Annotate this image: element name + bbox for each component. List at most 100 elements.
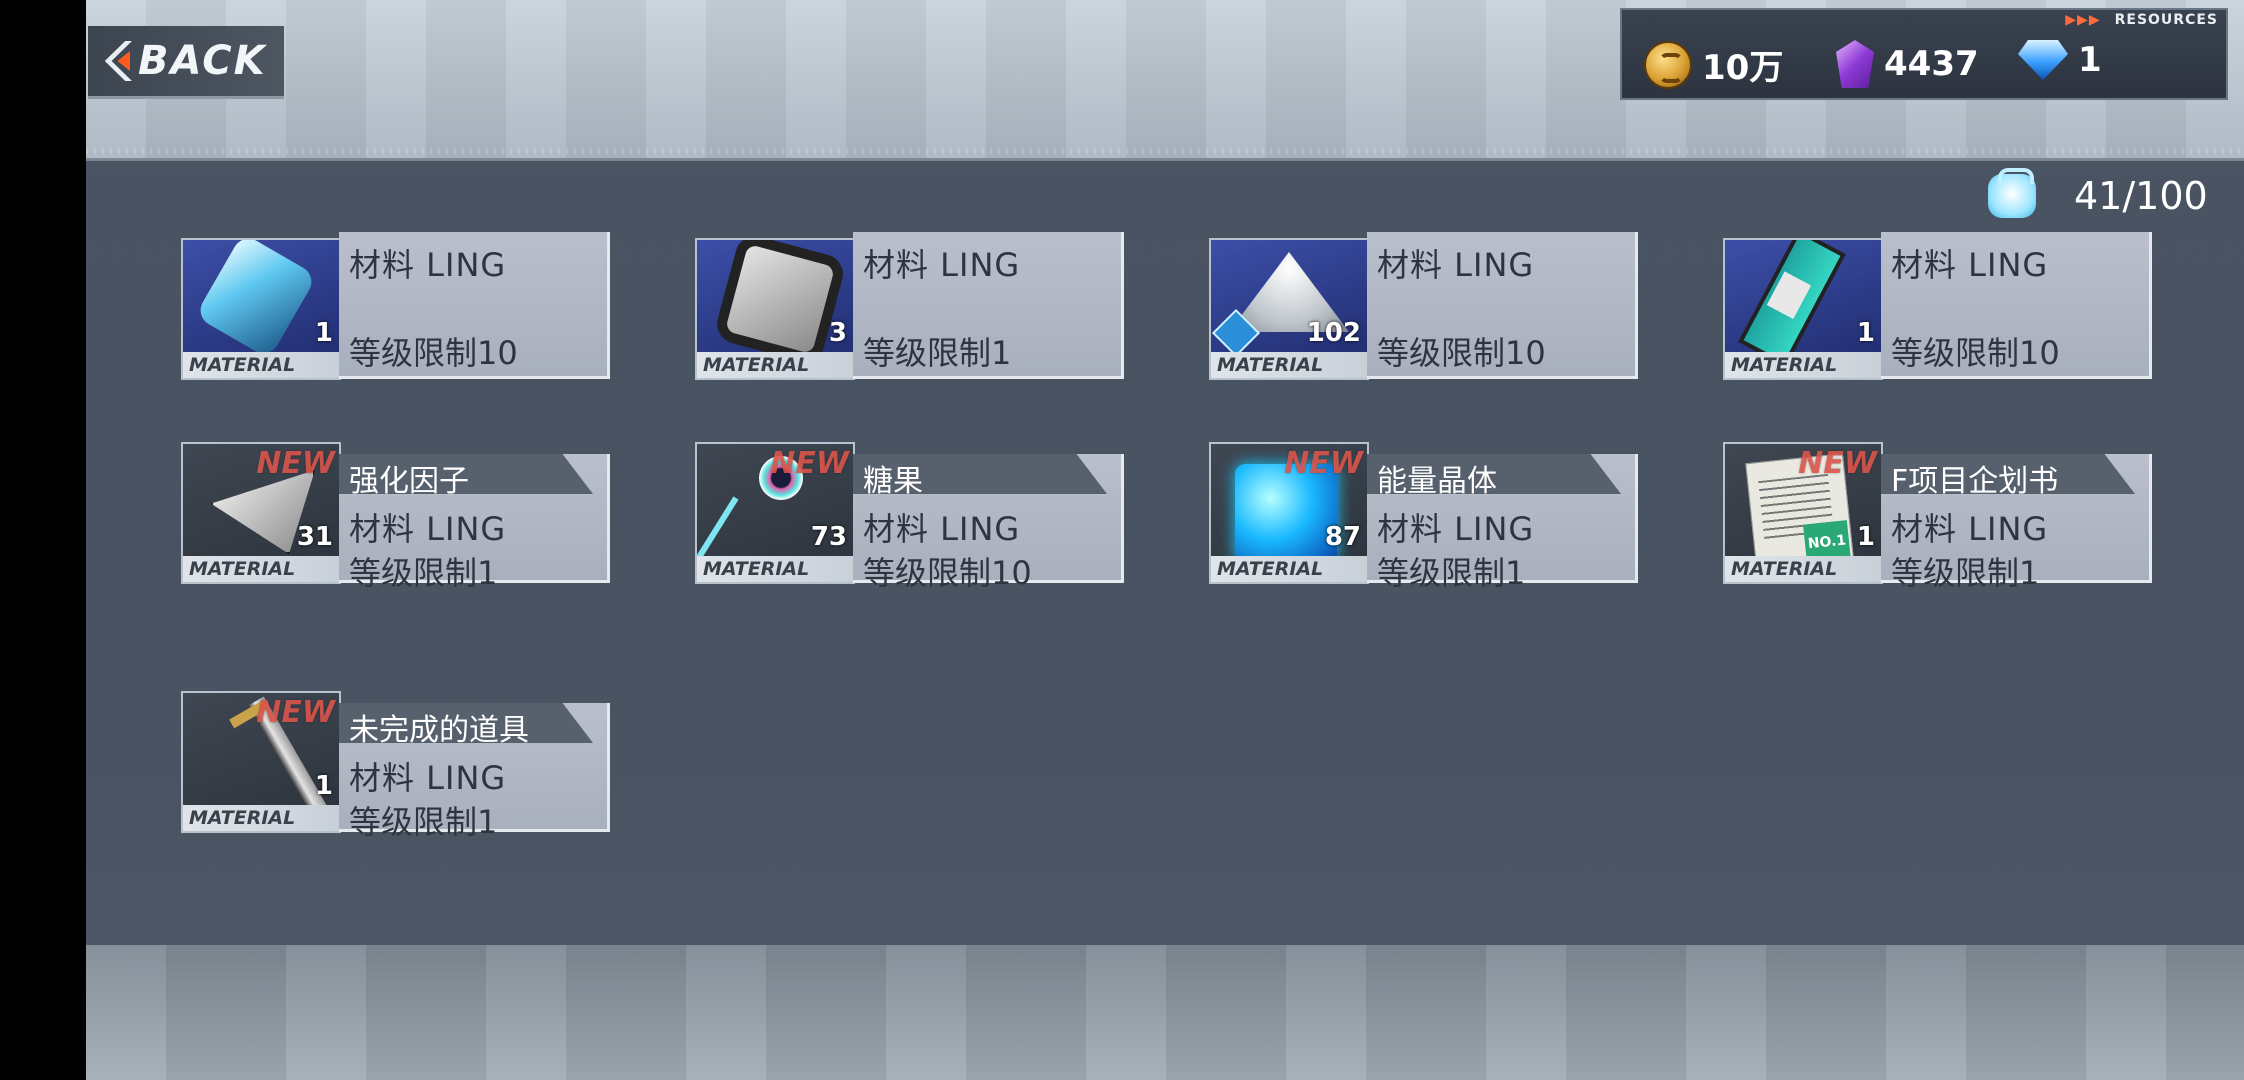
item-info: 材料 LING 等级限制1 <box>853 232 1124 379</box>
new-badge: NEW <box>1284 446 1363 481</box>
item-subtype: 材料 LING <box>1891 246 2049 284</box>
resources-header: ▶▶▶ RESOURCES <box>2065 12 2218 28</box>
item-card[interactable]: 1 MATERIAL 材料 LING 等级限制10 <box>181 232 610 384</box>
item-level: 等级限制10 <box>863 554 1032 592</box>
item-subtype: 材料 LING <box>349 246 507 284</box>
item-count: 1 <box>1856 522 1875 552</box>
item-info: 材料 LING 等级限制10 <box>339 232 610 379</box>
new-badge: NEW <box>1798 446 1877 481</box>
resource-gold-value: 10万 <box>1702 48 1784 88</box>
item-thumbnail[interactable]: 1 MATERIAL <box>1723 238 1883 380</box>
item-level: 等级限制1 <box>349 803 498 841</box>
item-info: 材料 LING 等级限制10 <box>1881 232 2152 379</box>
item-name: 糖果 <box>863 464 923 499</box>
item-count: 87 <box>1324 522 1361 552</box>
item-info: 未完成的道具 材料 LING 等级限制1 <box>339 703 610 841</box>
purple-crystal-icon <box>1836 40 1874 88</box>
material-label: MATERIAL <box>1731 558 1838 580</box>
new-badge: NEW <box>256 446 335 481</box>
item-count: 1 <box>314 318 333 348</box>
blue-diamond-icon <box>2018 40 2068 80</box>
metal-cube-icon <box>712 240 848 367</box>
lollipop-stick <box>697 496 739 559</box>
item-subtype: 材料 LING <box>349 759 507 797</box>
item-thumbnail[interactable]: NEW 1 MATERIAL <box>181 691 341 833</box>
energy-tube-icon <box>194 240 318 360</box>
inventory-capacity: 41/100 <box>1988 168 2208 218</box>
item-thumbnail[interactable]: NEW 87 MATERIAL <box>1209 442 1369 584</box>
item-name: 强化因子 <box>349 464 469 499</box>
item-subtype: 材料 LING <box>863 246 1021 284</box>
item-info: 材料 LING 等级限制10 <box>1367 232 1638 379</box>
material-label: MATERIAL <box>703 558 810 580</box>
resource-gold[interactable]: 10万 <box>1644 40 1783 89</box>
material-label: MATERIAL <box>1217 558 1324 580</box>
item-thumbnail[interactable]: NEW 31 MATERIAL <box>181 442 341 584</box>
item-thumbnail[interactable]: 3 MATERIAL <box>695 238 855 380</box>
item-info: 强化因子 材料 LING 等级限制1 <box>339 454 610 592</box>
item-level: 等级限制10 <box>1377 334 1546 372</box>
item-card[interactable]: 3 MATERIAL 材料 LING 等级限制1 <box>695 232 1124 384</box>
item-card[interactable]: NEW 1 MATERIAL F项目企划书 材料 LING 等级限制1 <box>1723 442 2152 592</box>
background-bottom <box>86 945 2244 1080</box>
back-label: BACK <box>138 38 267 84</box>
item-level: 等级限制1 <box>1377 554 1526 592</box>
item-name: 未完成的道具 <box>349 713 529 748</box>
item-card[interactable]: NEW 73 MATERIAL 糖果 材料 LING 等级限制10 <box>695 442 1124 592</box>
material-label: MATERIAL <box>189 807 296 829</box>
item-thumbnail[interactable]: 102 MATERIAL <box>1209 238 1369 380</box>
lollipop-icon <box>759 456 803 500</box>
energy-crystal-icon <box>1235 464 1337 562</box>
item-info: 能量晶体 材料 LING 等级限制1 <box>1367 454 1638 592</box>
material-label: MATERIAL <box>189 354 296 376</box>
item-thumbnail[interactable]: NEW 73 MATERIAL <box>695 442 855 584</box>
resources-arrows: ▶▶▶ <box>2065 12 2101 28</box>
resource-crystal-value: 4437 <box>1884 44 1979 84</box>
back-arrow-icon <box>94 33 138 89</box>
divider <box>86 148 2244 154</box>
resource-diamond-value: 1 <box>2078 40 2102 80</box>
item-subtype: 材料 LING <box>1377 510 1535 548</box>
item-count: 102 <box>1306 318 1361 348</box>
back-button[interactable]: BACK <box>88 26 284 99</box>
material-label: MATERIAL <box>1217 354 1324 376</box>
item-count: 3 <box>828 318 847 348</box>
item-card[interactable]: NEW 31 MATERIAL 强化因子 材料 LING 等级限制1 <box>181 442 610 592</box>
item-level: 等级限制1 <box>863 334 1012 372</box>
snack-bar-icon <box>1738 240 1846 368</box>
item-card[interactable]: NEW 87 MATERIAL 能量晶体 材料 LING 等级限制1 <box>1209 442 1638 592</box>
item-name: 能量晶体 <box>1377 464 1497 499</box>
resource-crystal[interactable]: 4437 <box>1836 40 1979 88</box>
item-card[interactable]: 1 MATERIAL 材料 LING 等级限制10 <box>1723 232 2152 384</box>
material-label: MATERIAL <box>189 558 296 580</box>
item-thumbnail[interactable]: NEW 1 MATERIAL <box>1723 442 1883 584</box>
resources-label: RESOURCES <box>2114 12 2218 28</box>
material-label: MATERIAL <box>703 354 810 376</box>
item-level: 等级限制1 <box>349 554 498 592</box>
item-card[interactable]: 102 MATERIAL 材料 LING 等级限制10 <box>1209 232 1638 384</box>
material-label: MATERIAL <box>1731 354 1838 376</box>
item-count: 31 <box>296 522 333 552</box>
item-level: 等级限制10 <box>349 334 518 372</box>
item-info: F项目企划书 材料 LING 等级限制1 <box>1881 454 2152 592</box>
item-name: F项目企划书 <box>1891 464 2059 499</box>
item-card[interactable]: NEW 1 MATERIAL 未完成的道具 材料 LING 等级限制1 <box>181 691 610 841</box>
new-badge: NEW <box>256 695 335 730</box>
item-thumbnail[interactable]: 1 MATERIAL <box>181 238 341 380</box>
capacity-text: 41/100 <box>2074 174 2208 218</box>
item-count: 1 <box>314 771 333 801</box>
item-subtype: 材料 LING <box>1377 246 1535 284</box>
item-level: 等级限制1 <box>1891 554 2040 592</box>
item-subtype: 材料 LING <box>1891 510 2049 548</box>
item-count: 1 <box>1856 318 1875 348</box>
item-count: 73 <box>810 522 847 552</box>
resource-diamond[interactable]: 1 <box>2018 40 2102 80</box>
bag-icon <box>1988 168 2036 218</box>
item-subtype: 材料 LING <box>863 510 1021 548</box>
item-info: 糖果 材料 LING 等级限制10 <box>853 454 1124 592</box>
new-badge: NEW <box>770 446 849 481</box>
resources-bar: ▶▶▶ RESOURCES 10万 4437 1 <box>1620 8 2228 100</box>
item-level: 等级限制10 <box>1891 334 2060 372</box>
gold-coin-icon <box>1644 40 1692 89</box>
item-subtype: 材料 LING <box>349 510 507 548</box>
